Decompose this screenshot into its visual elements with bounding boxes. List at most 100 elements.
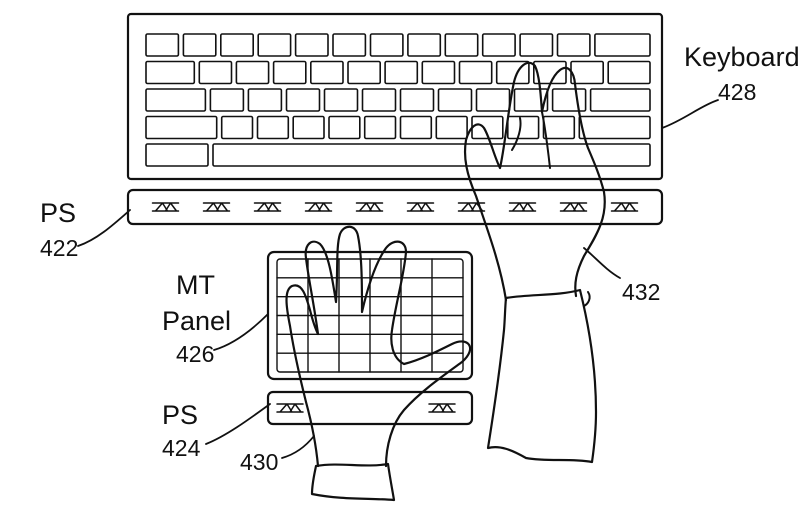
keyboard-key: [475, 88, 511, 112]
left-sleeve: [310, 462, 396, 502]
right-hand-outline: [463, 61, 606, 302]
right-hand-finger-crease-2: [511, 117, 522, 151]
keyboard-key: [594, 33, 651, 57]
keyboard-key: [309, 60, 344, 85]
keyboard-key: [256, 115, 290, 140]
leader-keyboard: [661, 99, 719, 129]
left-hand: [285, 225, 472, 502]
label-keyboard-ref: 428: [718, 79, 756, 105]
ps-bottom-sensors: [276, 403, 456, 413]
keyboard-key: [421, 60, 456, 85]
keyboard-key: [435, 115, 468, 140]
label-left-hand-ref: 430: [240, 449, 278, 475]
keyboard-key: [145, 60, 196, 85]
keyboard-key: [212, 143, 651, 167]
leader-right-hand: [583, 247, 621, 279]
keyboard-key: [589, 88, 651, 112]
keyboard-key: [551, 88, 587, 112]
leader-ps-bottom: [205, 403, 271, 445]
pressure-sensor: [355, 202, 384, 212]
pressure-sensor: [428, 403, 456, 413]
label-ps-top-ref: 422: [40, 235, 78, 261]
keyboard-key: [328, 115, 361, 140]
pressure-sensor-strip-top: [126, 188, 664, 226]
pressure-sensor: [508, 202, 537, 212]
keyboard-key: [257, 33, 292, 57]
pressure-sensor: [457, 202, 486, 212]
label-ps-top: PS: [40, 198, 76, 228]
label-ps-bottom-ref: 424: [162, 435, 201, 461]
keyboard-key: [407, 33, 442, 57]
keyboard-key: [513, 88, 549, 112]
label-ps-bottom: PS: [162, 400, 198, 430]
keyboard-key: [294, 33, 329, 57]
pressure-sensor: [202, 202, 231, 212]
keyboard-key: [220, 115, 254, 140]
keyboard-key: [444, 33, 479, 57]
ps-strip-bottom-outline: [266, 390, 474, 426]
keyboard-key: [145, 33, 180, 57]
label-mt-ref: 426: [176, 341, 214, 367]
keyboard-key: [145, 143, 209, 167]
keyboard-key: [323, 88, 359, 112]
keyboard-key: [384, 60, 419, 85]
mt-panel-grid: [276, 258, 464, 373]
right-hand: [463, 61, 606, 464]
leader-left-hand: [281, 435, 315, 459]
label-panel: Panel: [162, 306, 231, 336]
keyboard-key: [247, 88, 283, 112]
leader-ps-top: [77, 209, 131, 247]
keyboard-key: [578, 115, 651, 140]
mt-panel-outline: [266, 250, 474, 381]
keyboard-key: [369, 33, 404, 57]
keyboard: [126, 12, 664, 181]
keyboard-key: [519, 33, 554, 57]
keyboard-key: [399, 88, 435, 112]
left-hand-outline: [285, 225, 472, 468]
keyboard-outline: [126, 12, 664, 181]
keyboard-key: [145, 115, 218, 140]
label-mt: MT: [176, 270, 215, 300]
keyboard-key: [145, 88, 207, 112]
keyboard-key: [285, 88, 321, 112]
keyboard-key: [570, 60, 605, 85]
keyboard-key: [272, 60, 307, 85]
keyboard-key: [182, 33, 217, 57]
leader-mt-panel: [213, 313, 269, 351]
keyboard-key: [437, 88, 473, 112]
keyboard-key: [209, 88, 245, 112]
keyboard-key: [542, 115, 576, 140]
keyboard-key: [235, 60, 270, 85]
keyboard-key: [481, 33, 516, 57]
keyboard-key: [332, 33, 367, 57]
keyboard-key: [607, 60, 651, 85]
pressure-sensor: [304, 202, 333, 212]
keyboard-keys: [145, 33, 651, 167]
keyboard-key: [198, 60, 233, 85]
keyboard-key: [361, 88, 397, 112]
pressure-sensor-strip-bottom: [266, 390, 474, 426]
keyboard-key: [458, 60, 493, 85]
ps-strip-top-outline: [126, 188, 664, 226]
keyboard-key: [363, 115, 397, 140]
right-sleeve-fold: [583, 291, 591, 307]
keyboard-key: [220, 33, 255, 57]
keyboard-key: [506, 115, 540, 140]
right-hand-finger-crease: [541, 111, 551, 169]
pressure-sensor: [610, 202, 639, 212]
label-right-hand-ref: 432: [622, 279, 660, 305]
pressure-sensor: [559, 202, 588, 212]
pressure-sensor: [406, 202, 435, 212]
pressure-sensor: [253, 202, 282, 212]
pressure-sensor: [151, 202, 180, 212]
keyboard-key: [399, 115, 433, 140]
keyboard-key: [292, 115, 325, 140]
pressure-sensor: [276, 403, 304, 413]
label-keyboard: Keyboard: [684, 42, 800, 72]
mt-panel: [266, 250, 474, 381]
ps-top-sensors: [151, 202, 639, 212]
keyboard-key: [347, 60, 382, 85]
keyboard-key: [556, 33, 591, 57]
right-sleeve: [486, 288, 598, 464]
